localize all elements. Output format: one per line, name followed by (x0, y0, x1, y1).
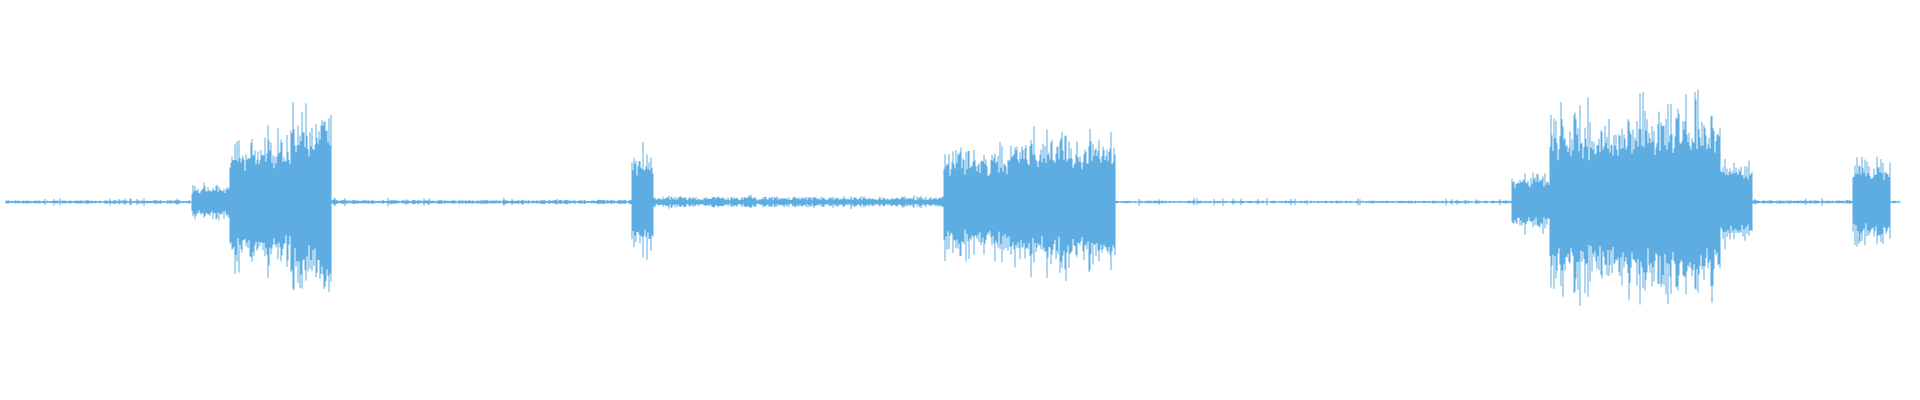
waveform-samples (5, 89, 1901, 306)
